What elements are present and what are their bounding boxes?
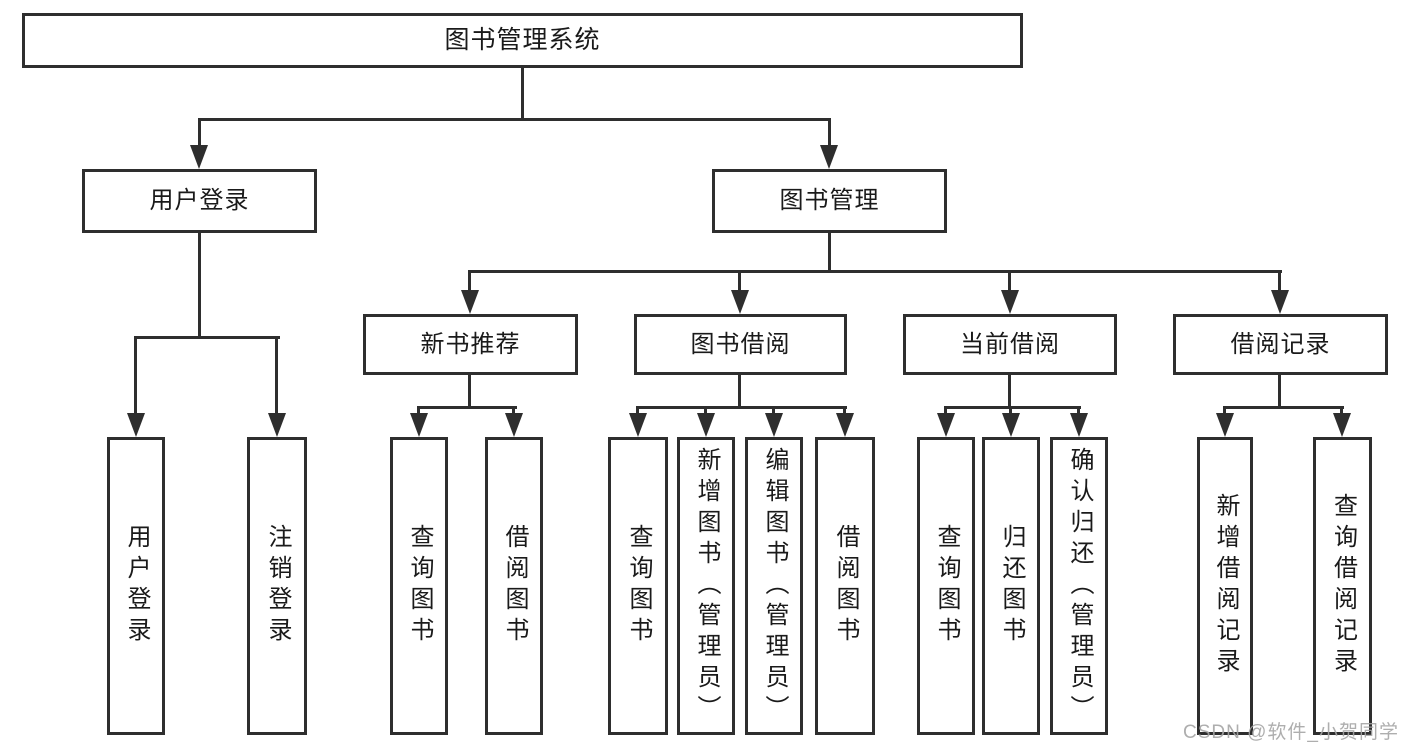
connector-leaf-drop bbox=[1077, 406, 1080, 416]
connector-root-stem bbox=[521, 68, 524, 121]
connector-leaf-drop bbox=[1340, 406, 1343, 416]
connector-leaf-drop bbox=[704, 406, 707, 416]
connector-new-book-rail bbox=[417, 406, 517, 409]
leaf-logout: 注销登录 bbox=[247, 437, 307, 735]
node-current-borrowing: 当前借阅 bbox=[903, 314, 1117, 375]
arrow-down-icon bbox=[937, 413, 955, 437]
arrow-down-icon bbox=[765, 413, 783, 437]
leaf-return-books: 归还图书 bbox=[982, 437, 1040, 735]
connector-records-rail bbox=[1223, 406, 1344, 409]
connector-level3-rail bbox=[468, 270, 1282, 273]
connector-leaf-drop bbox=[944, 406, 947, 416]
connector-records-drop bbox=[1278, 270, 1281, 293]
connector-leaf-drop bbox=[843, 406, 846, 416]
connector-book-mgmt-drop bbox=[828, 118, 831, 148]
leaf-add-books-admin: 新增图书（管理员） bbox=[677, 437, 735, 735]
arrow-down-icon bbox=[697, 413, 715, 437]
leaf-add-borrow-record: 新增借阅记录 bbox=[1197, 437, 1253, 735]
arrow-down-icon bbox=[1271, 290, 1289, 314]
leaf-query-books-recommend: 查询图书 bbox=[390, 437, 448, 735]
node-root-title: 图书管理系统 bbox=[22, 13, 1023, 68]
connector-new-book-stem bbox=[468, 375, 471, 409]
node-book-borrowing: 图书借阅 bbox=[634, 314, 847, 375]
leaf-borrow-books: 借阅图书 bbox=[815, 437, 875, 735]
leaf-edit-books-admin: 编辑图书（管理员） bbox=[745, 437, 803, 735]
arrow-down-icon bbox=[461, 290, 479, 314]
arrow-down-icon bbox=[731, 290, 749, 314]
connector-user-login-drop bbox=[198, 118, 201, 148]
connector-borrow-stem bbox=[738, 375, 741, 409]
connector-new-book-drop bbox=[468, 270, 471, 293]
leaf-user-login: 用户登录 bbox=[107, 437, 165, 735]
node-book-management: 图书管理 bbox=[712, 169, 947, 233]
connector-borrow-rail bbox=[636, 406, 847, 409]
arrow-down-icon bbox=[1070, 413, 1088, 437]
connector-current-stem bbox=[1008, 375, 1011, 409]
connector-records-stem bbox=[1278, 375, 1281, 409]
arrow-down-icon bbox=[836, 413, 854, 437]
arrow-down-icon bbox=[629, 413, 647, 437]
connector-leaf-drop bbox=[636, 406, 639, 416]
arrow-down-icon bbox=[190, 145, 208, 169]
connector-leaf-login-drop bbox=[134, 336, 137, 416]
connector-leaf-drop bbox=[512, 406, 515, 416]
connector-borrow-drop bbox=[738, 270, 741, 293]
connector-book-mgmt-stem bbox=[828, 233, 831, 272]
connector-user-login-rail bbox=[134, 336, 280, 339]
node-borrowing-records: 借阅记录 bbox=[1173, 314, 1388, 375]
arrow-down-icon bbox=[410, 413, 428, 437]
arrow-down-icon bbox=[1216, 413, 1234, 437]
leaf-query-books-current: 查询图书 bbox=[917, 437, 975, 735]
node-new-book-recommendation: 新书推荐 bbox=[363, 314, 578, 375]
connector-leaf-drop bbox=[772, 406, 775, 416]
leaf-query-books-borrow: 查询图书 bbox=[608, 437, 668, 735]
connector-leaf-drop bbox=[1223, 406, 1226, 416]
connector-leaf-drop bbox=[1009, 406, 1012, 416]
connector-leaf-drop bbox=[417, 406, 420, 416]
node-user-login: 用户登录 bbox=[82, 169, 317, 233]
leaf-query-borrow-record: 查询借阅记录 bbox=[1313, 437, 1372, 735]
arrow-down-icon bbox=[820, 145, 838, 169]
connector-user-login-stem bbox=[198, 233, 201, 339]
leaf-confirm-return-admin: 确认归还（管理员） bbox=[1050, 437, 1108, 735]
connector-current-drop bbox=[1008, 270, 1011, 293]
arrow-down-icon bbox=[505, 413, 523, 437]
arrow-down-icon bbox=[127, 413, 145, 437]
connector-current-rail bbox=[944, 406, 1081, 409]
connector-leaf-logout-drop bbox=[275, 336, 278, 416]
watermark: CSDN @软件_小贺同学 bbox=[1183, 722, 1399, 743]
arrow-down-icon bbox=[1002, 413, 1020, 437]
arrow-down-icon bbox=[1333, 413, 1351, 437]
arrow-down-icon bbox=[1001, 290, 1019, 314]
arrow-down-icon bbox=[268, 413, 286, 437]
leaf-borrow-books-recommend: 借阅图书 bbox=[485, 437, 543, 735]
connector-level2-rail bbox=[198, 118, 831, 121]
